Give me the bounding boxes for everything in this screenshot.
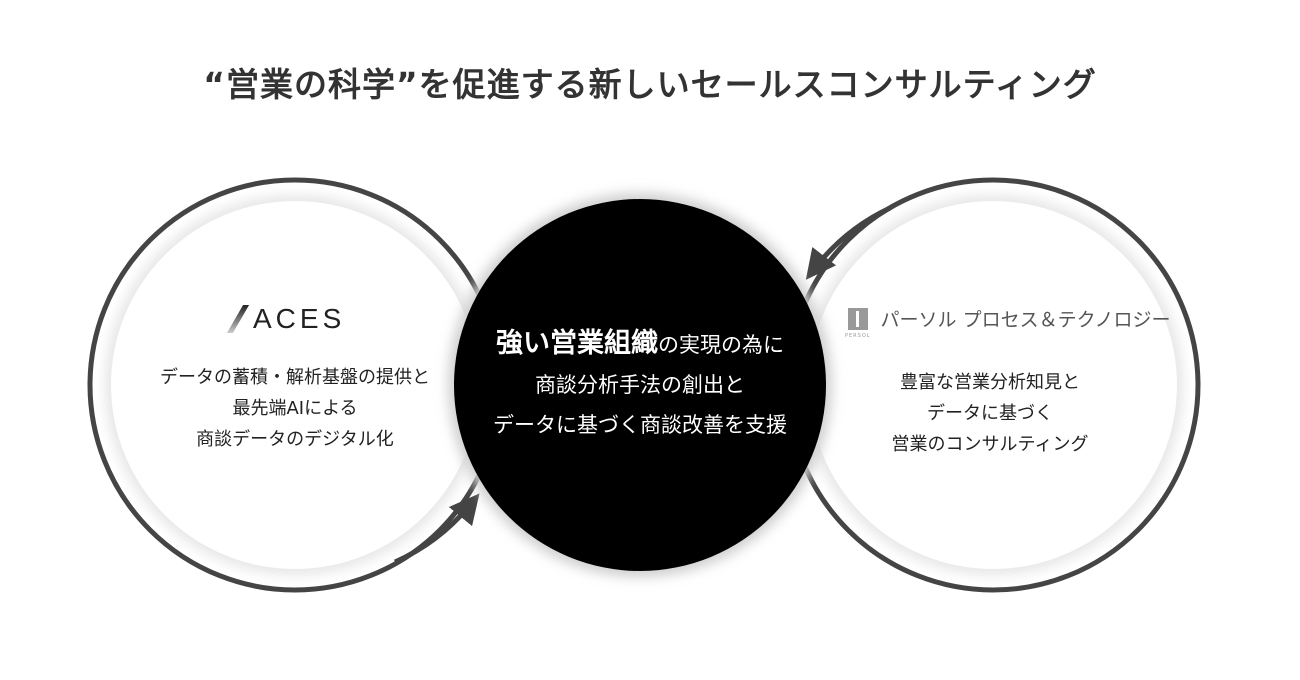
right-line: データに基づく [927, 403, 1053, 424]
aces-logo-text: ACES [253, 303, 346, 334]
arrow-right-to-center [805, 205, 892, 280]
right-circle [809, 201, 1177, 569]
center-line-3: データに基づく商談改善を支援 [493, 413, 787, 437]
left-circle [111, 201, 479, 569]
aces-logo: ACES [226, 303, 355, 335]
left-line: 最先端AIによる [232, 398, 358, 419]
left-line: 商談データのデジタル化 [196, 429, 394, 450]
page-title: “営業の科学”を促進する新しいセールスコンサルティング [203, 65, 1097, 104]
left-line: データの蓄積・解析基盤の提供と [160, 367, 430, 388]
center-line1-rest: の実現の為に [658, 333, 784, 357]
right-line: 豊富な営業分析知見と [900, 372, 1080, 393]
center-description: 強い営業組織の実現の為に 商談分析手法の創出と データに基づく商談改善を支援 [455, 324, 825, 445]
persol-small-text: PERSOL [845, 333, 871, 339]
right-description: 豊富な営業分析知見と データに基づく 営業のコンサルティング [830, 367, 1150, 460]
right-line: 営業のコンサルティング [891, 434, 1089, 455]
center-line-1: 強い営業組織の実現の為に [455, 324, 825, 365]
center-line-2: 商談分析手法の創出と [535, 373, 745, 397]
persol-logo-text: パーソル プロセス＆テクノロジー [880, 309, 1171, 331]
center-strong: 強い営業組織 [496, 328, 658, 359]
persol-logo: PERSOL パーソル プロセス＆テクノロジー [845, 308, 1170, 339]
persol-mark: PERSOL [845, 308, 871, 339]
left-description: データの蓄積・解析基盤の提供と 最先端AIによる 商談データのデジタル化 [120, 362, 470, 455]
persol-icon [847, 308, 868, 330]
arrow-left-to-center [393, 493, 480, 565]
center-circle [454, 199, 826, 571]
